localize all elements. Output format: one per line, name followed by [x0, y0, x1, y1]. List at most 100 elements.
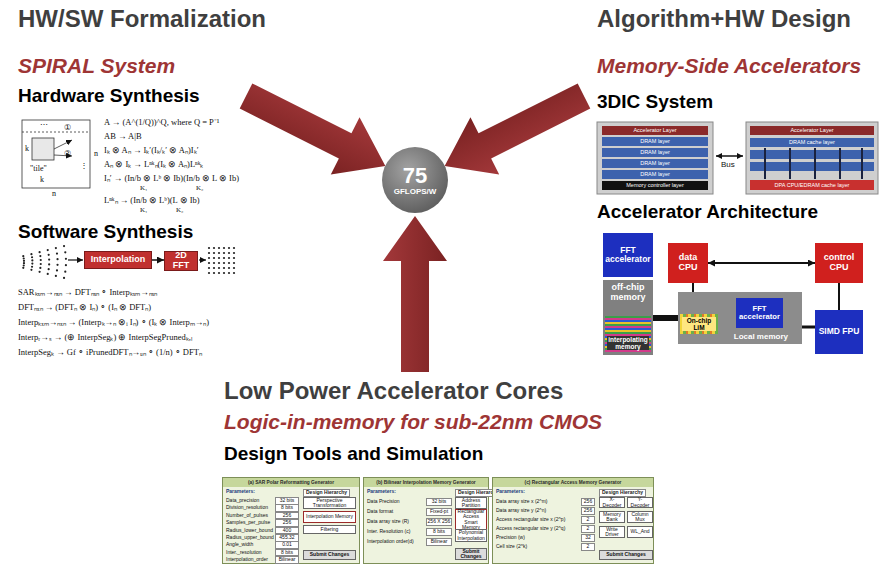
stack-layer: Accelerator Layer: [602, 126, 708, 135]
formula: InterpSegₖ → Gf ∘ iPrunedDFTₙ→ᵤₙ ∘ (1/n)…: [18, 348, 202, 357]
formula: Aₙ ⊗ Iₖ → Lⁿᵏₙ(Iₖ ⊗ Aₙ)Lⁿᵏₖ: [104, 160, 203, 169]
figure-label: n: [94, 150, 98, 159]
parameter-value: 256: [275, 512, 299, 520]
stack-backing: [746, 122, 878, 194]
sample-dot: [218, 267, 220, 269]
sample-dot: [213, 267, 215, 269]
sample-dot: [213, 272, 215, 274]
sample-dot: [48, 258, 50, 260]
sample-dot: [223, 267, 225, 269]
sample-dot: [233, 267, 235, 269]
sample-dot: [64, 271, 66, 273]
sample-dot: [23, 257, 25, 259]
sample-dot: [64, 251, 66, 253]
section-subheading: Logic-in-memory for sub-22nm CMOS: [224, 410, 602, 433]
sample-dot: [40, 259, 42, 261]
topic-heading: Accelerator Architecture: [597, 202, 818, 223]
cpu-box: control CPU: [815, 243, 863, 283]
hierarchy-button: Column Mux: [627, 511, 653, 523]
sample-dot: [208, 252, 210, 254]
node-text: Memory controller layer: [626, 182, 683, 188]
figure-label: ⋯: [40, 121, 48, 130]
connector: [152, 259, 164, 261]
node-text: Polynomial Interpolation: [457, 530, 485, 541]
panel-heading: Parameters:: [226, 489, 255, 495]
dram-layer: [750, 162, 874, 171]
node-text: Accelerator Layer: [790, 127, 833, 133]
parameter-name: Angle_width: [226, 541, 253, 547]
section-subheading: Memory-Side Accelerators: [597, 54, 861, 77]
parameter-name: Number_of_pulses: [226, 512, 268, 518]
parameter-name: Inter._resolution: [226, 549, 262, 555]
memory-image: interpolating memory: [605, 316, 651, 352]
parameter-value: Bilinear: [426, 538, 452, 546]
node-text: control CPU: [817, 253, 861, 273]
parameter-value: 8 bits: [275, 549, 299, 557]
process-box: Interpolation: [84, 251, 152, 269]
node-text: DRAM layer: [640, 160, 670, 166]
hierarchy-button: Write Driver: [599, 526, 625, 538]
sample-dot: [218, 247, 220, 249]
sample-dot: [31, 266, 33, 268]
connector: [838, 283, 840, 310]
node-text: 75: [403, 164, 427, 188]
sample-dot: [228, 262, 230, 264]
parameter-value: 0.01: [275, 541, 299, 549]
sample-dot: [22, 255, 24, 257]
sample-dot: [63, 245, 65, 247]
parameter-name: Radius_upper_bound: [226, 534, 274, 540]
parameter-value: 256 X 256: [426, 518, 452, 526]
parameter-name: Data array size (R): [367, 518, 409, 524]
parameter-name: Interpolation order(d): [367, 538, 414, 544]
node-text: DRAM layer: [640, 171, 670, 177]
figure-label: ①: [64, 124, 71, 133]
sample-dot: [55, 275, 57, 277]
node-text: WL_And: [630, 529, 649, 535]
parameter-name: Data array size x (2^m): [496, 498, 548, 504]
formula: DFTₙₓₙ → (DFTₙ ⊗ Iₙ) ∘ (Iₙ ⊗ DFTₙ): [18, 303, 151, 312]
topic-heading: Software Synthesis: [18, 222, 193, 243]
formula: Iₙ′ → (In/b ⊗ Lᵇ ⊗ Ib)(In/b ⊗ L ⊗ Ib): [104, 174, 239, 183]
sample-dot: [213, 262, 215, 264]
node-text: FFT accelerator: [738, 305, 781, 322]
section-heading: Low Power Accelerator Cores: [224, 378, 563, 404]
stack-layer: Memory controller layer: [602, 181, 708, 190]
hierarchy-button: Address Partition: [455, 497, 487, 509]
parameter-name: Radius_lower_bound: [226, 527, 273, 533]
node-text: SIMD FPU: [819, 327, 860, 336]
section-heading: HW/SW Formalization: [18, 6, 266, 32]
formula: Lⁿᵏₙ → (In/b ⊗ Lᵇ)(L ⊗ Ib): [104, 196, 200, 205]
parameter-value: 2: [581, 525, 595, 533]
generator-panel: (c) Rectangular Access Memory GeneratorP…: [492, 477, 654, 564]
parameter-value: 455.32: [275, 534, 299, 542]
section-heading: Algorithm+HW Design: [597, 6, 851, 32]
parameter-name: Precision (w): [496, 534, 525, 540]
sample-dot: [218, 257, 220, 259]
sample-dot: [48, 254, 50, 256]
parameter-value: Fixed-pt: [426, 508, 452, 516]
sample-dot: [31, 262, 33, 264]
stack-layer: DRAM layer: [602, 170, 708, 179]
hierarchy-button: Polynomial Interpolation: [455, 529, 487, 542]
metric-circle: 75GFLOPS/W: [382, 147, 448, 213]
bus-label: Bus: [721, 161, 735, 170]
panel-heading: Parameters:: [367, 489, 396, 495]
stack-layer: DPA CPU/EDRAM cache layer: [750, 180, 874, 190]
hierarchy-select: Design Hierarchy: [303, 489, 350, 497]
topic-heading: Hardware Synthesis: [18, 86, 200, 107]
formula: Interpᵣ→ₛ → (⊕ InterpSegₖ) ⊕ InterpSegPr…: [18, 333, 192, 342]
parameter-value: 32 bits: [275, 497, 299, 505]
hierarchy-button: Rectangular Access Smart Memory: [455, 509, 487, 530]
parameter-name: Interpolation_order: [226, 556, 268, 562]
node-text: Submit Changes: [310, 552, 349, 558]
figure-label: ⋮: [80, 162, 88, 171]
node-text: DPA CPU/EDRAM cache layer: [775, 182, 850, 188]
sample-dot: [233, 247, 235, 249]
connector: [802, 326, 815, 329]
sample-dot: [63, 277, 65, 279]
node-text: Interpolation: [91, 255, 146, 265]
parameter-value: 32 bits: [426, 498, 452, 506]
node-text: 2D FFT: [167, 251, 195, 271]
node-text: Column Mux: [629, 512, 651, 523]
sample-dot: [40, 263, 42, 265]
